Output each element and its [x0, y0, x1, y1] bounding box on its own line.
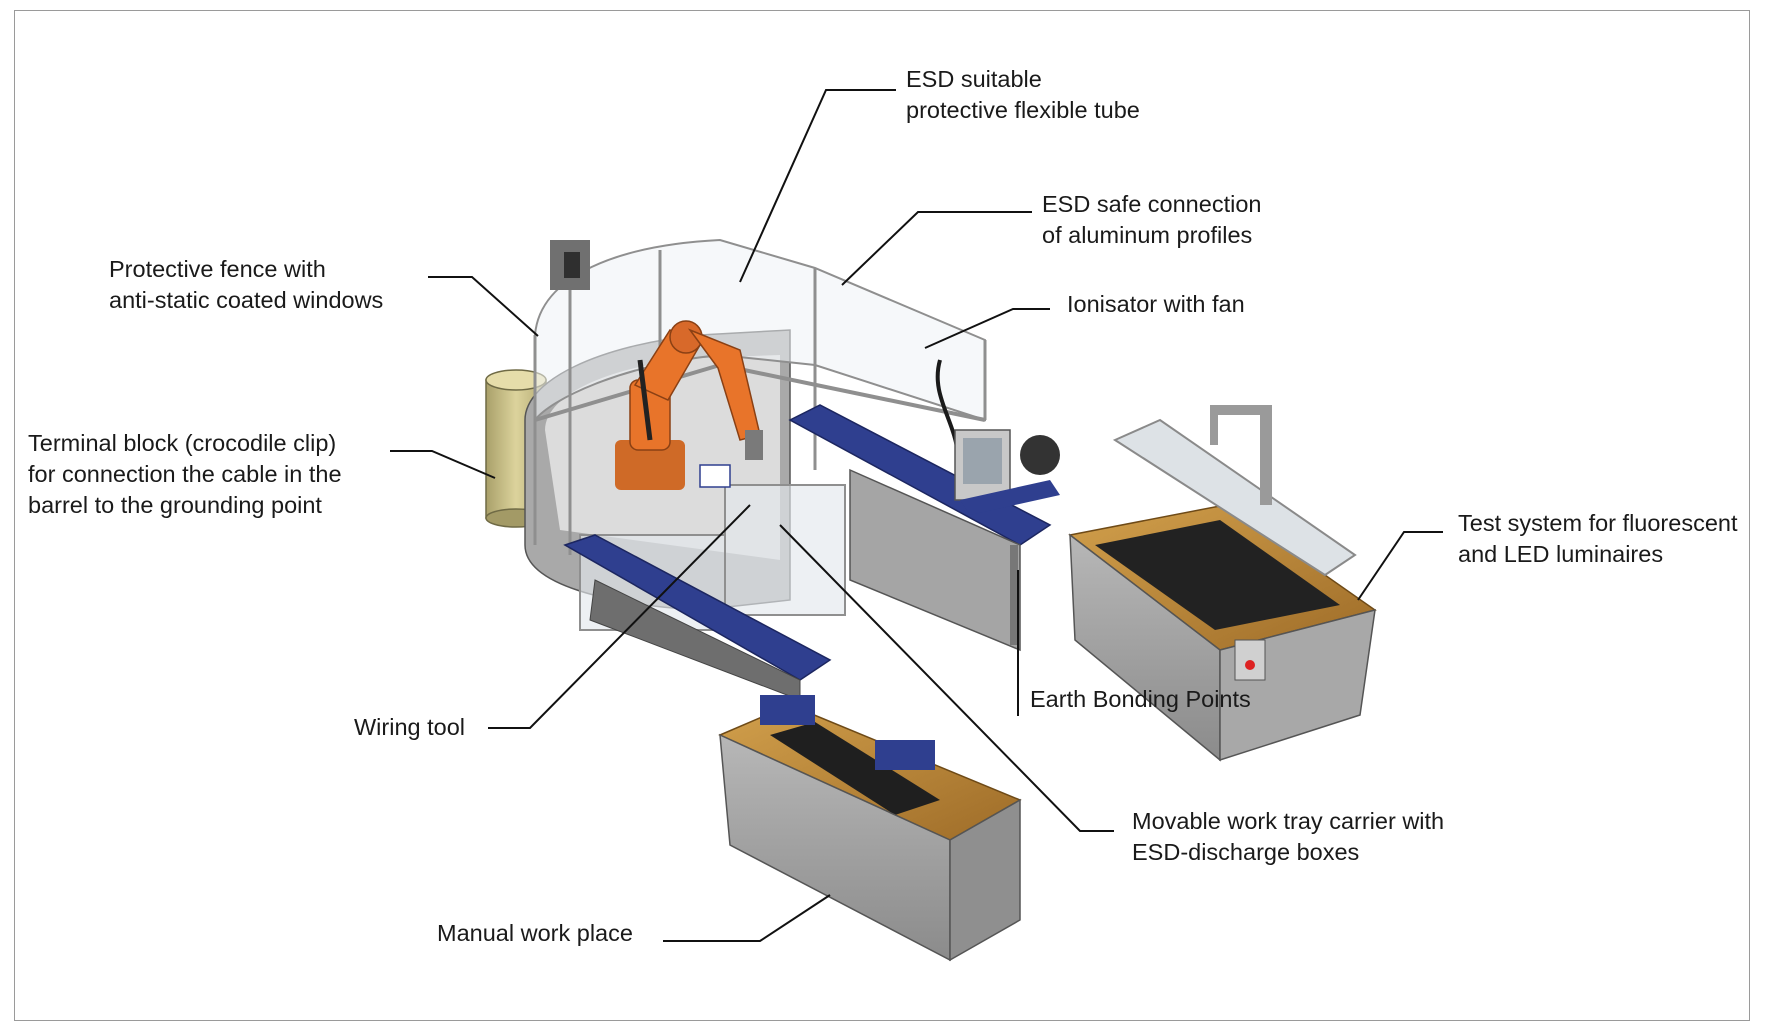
leader-lines: [390, 89, 1443, 942]
label-earth-bonding: Earth Bonding Points: [1030, 686, 1251, 712]
test-system-table: [1068, 405, 1377, 762]
label-terminal-block: Terminal block (crocodile clip) for conn…: [28, 430, 342, 518]
label-work-tray: Movable work tray carrier with ESD-disch…: [1132, 808, 1445, 865]
label-esd-connection: ESD safe connection of aluminum profiles: [1042, 191, 1262, 248]
leader-esd-tube: [739, 89, 896, 283]
leader-manual-work: [663, 894, 831, 942]
label-test-system: Test system for fluorescent and LED lumi…: [1458, 510, 1738, 567]
control-monitor: [935, 359, 1060, 515]
manual-work-table: [718, 695, 1022, 962]
label-esd-tube: ESD suitable protective flexible tube: [906, 66, 1140, 123]
diagram-frame: [14, 10, 1750, 1021]
label-ionisator: Ionisator with fan: [1067, 291, 1245, 317]
label-protective-fence: Protective fence with anti-static coated…: [109, 256, 384, 313]
leader-work-tray: [779, 524, 1114, 832]
leader-esd-connection: [841, 211, 1032, 286]
robot-arm: [615, 320, 763, 490]
label-wiring-tool: Wiring tool: [354, 714, 466, 740]
leader-test-system: [1357, 531, 1443, 601]
label-manual-work: Manual work place: [437, 920, 633, 946]
leader-wiring-tool: [488, 504, 751, 729]
leader-terminal-block: [390, 450, 496, 479]
leader-ionisator: [924, 308, 1050, 349]
leader-protective-fence: [428, 276, 539, 337]
